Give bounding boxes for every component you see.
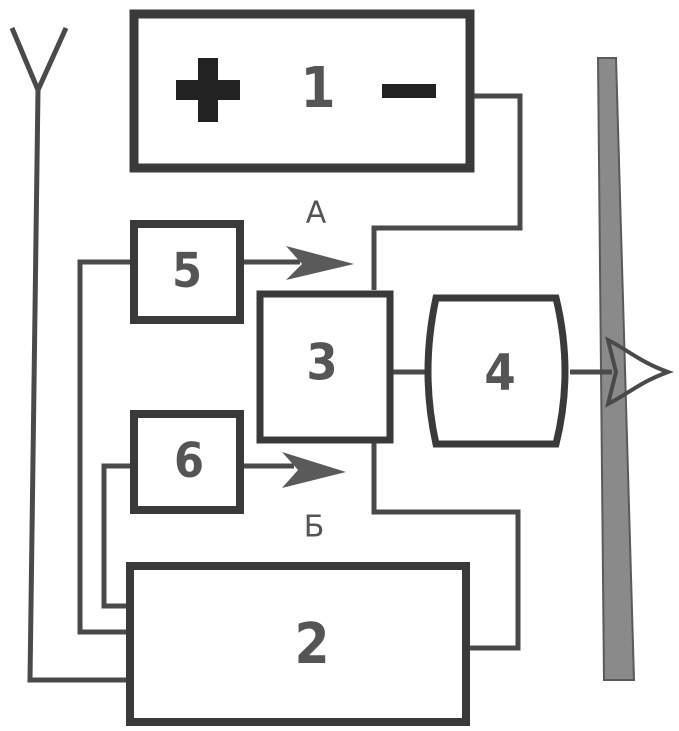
output-arrow-icon — [605, 336, 674, 408]
signal-a-label: А — [306, 196, 327, 231]
block-3-label: 3 — [306, 334, 337, 392]
signal-b-label: Б — [304, 510, 325, 545]
block-6-label: 6 — [174, 433, 204, 489]
block-4-label: 4 — [484, 344, 515, 402]
block-5-label: 5 — [172, 243, 202, 299]
block-5: 5 — [130, 220, 244, 324]
plus-sign-icon — [176, 58, 240, 122]
wire-3-to-2 — [371, 440, 521, 651]
minus-sign-icon — [382, 84, 436, 98]
block-1-label: 1 — [300, 56, 335, 121]
signal-b-arrow-icon — [240, 452, 346, 488]
wires — [77, 93, 612, 651]
wire-6-to-2 — [101, 463, 134, 609]
block-4: 4 — [424, 294, 569, 448]
signal-a-arrow-icon — [240, 246, 354, 280]
antenna-icon — [9, 26, 130, 683]
block-3: 3 — [256, 290, 394, 444]
block-2: 2 — [126, 562, 470, 726]
wire-5-to-2 — [77, 259, 134, 635]
block-1: 1 — [129, 9, 475, 173]
block-6: 6 — [130, 410, 244, 514]
block-2-label: 2 — [294, 612, 329, 677]
wire-1-to-3 — [371, 93, 523, 290]
